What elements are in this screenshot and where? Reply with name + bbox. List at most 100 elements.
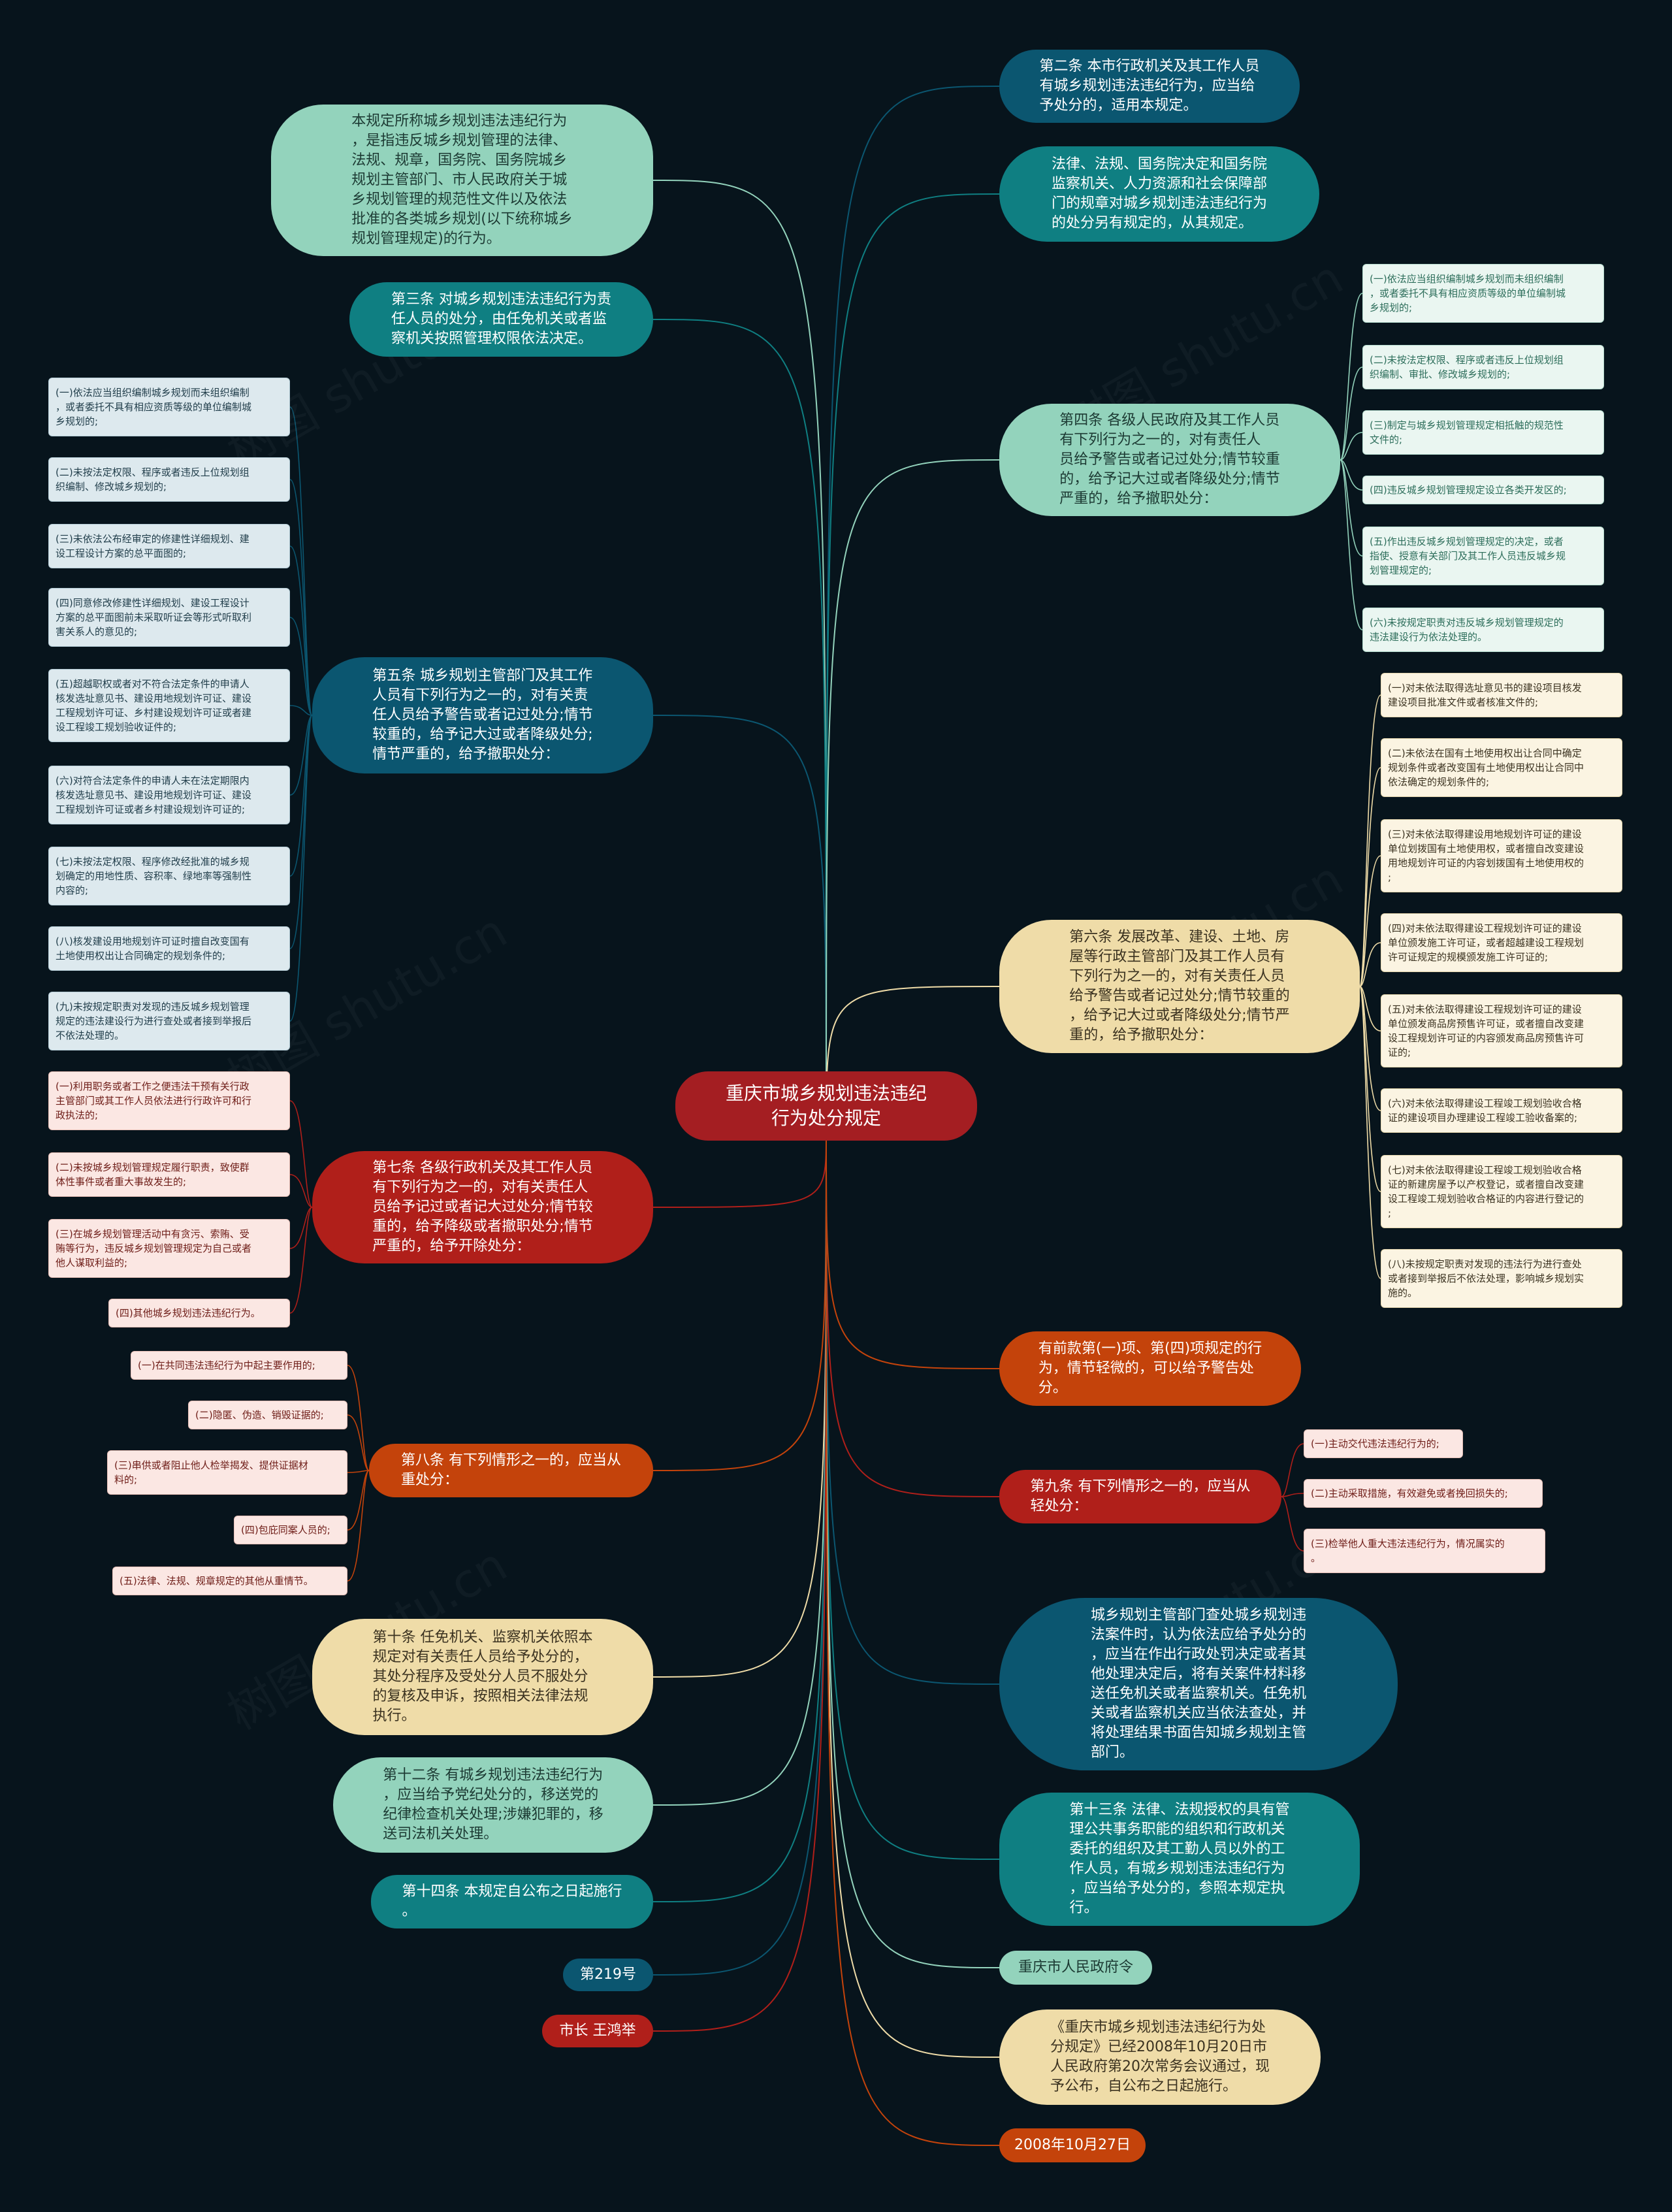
article-8-item[interactable]: (五)法律、法规、规章规定的其他从重情节。 <box>112 1567 347 1595</box>
topic-article-12[interactable]: 第十二条 有城乡规划违法违纪行为 ，应当给予党纪处分的，移送党的 纪律检查机关处… <box>333 1757 653 1853</box>
article-5-item[interactable]: (一)依法应当组织编制城乡规划而未组织编制 ，或者委托不具有相应资质等级的单位编… <box>48 378 290 436</box>
article-5-item-text: (一)依法应当组织编制城乡规划而未组织编制 ，或者委托不具有相应资质等级的单位编… <box>56 387 252 427</box>
connector-line <box>289 705 313 716</box>
root-topic[interactable]: 重庆市城乡规划违法违纪 行为处分规定 <box>675 1071 977 1141</box>
topic-minor-warning[interactable]: 有前款第(一)项、第(四)项规定的行 为，情节轻微的，可以给予警告处 分。 <box>999 1331 1301 1406</box>
article-5-item[interactable]: (七)未按法定权限、程序修改经批准的城乡规 划确定的用地性质、容积率、绿地率等强… <box>48 847 290 905</box>
article-4-item[interactable]: (四)违反城乡规划管理规定设立各类开发区的; <box>1362 476 1604 504</box>
article-6-item[interactable]: (六)对未依法取得建设工程竣工规划验收合格 证的建设项目办理建设工程竣工验收备案… <box>1381 1088 1622 1133</box>
connector-line <box>1340 432 1363 461</box>
connector-line <box>652 1133 827 1678</box>
article-9-item[interactable]: (一)主动交代违法违纪行为的; <box>1304 1429 1463 1458</box>
topic-other-rules-label: 法律、法规、国务院决定和国务院 监察机关、人力资源和社会保障部 门的规章对城乡规… <box>1051 156 1267 231</box>
article-5-item-text: (四)同意修改修建性详细规划、建设工程设计 方案的总平面图前未采取听证会等形式听… <box>56 597 252 638</box>
connector-line <box>289 545 313 716</box>
article-6-item[interactable]: (五)对未依法取得建设工程规划许可证的建设 单位颁发商品房预售许可证，或者擅自改… <box>1381 994 1622 1067</box>
connector-line <box>652 319 827 1135</box>
article-8-item[interactable]: (二)隐匿、伪造、销毁证据的; <box>188 1401 347 1429</box>
topic-date[interactable]: 2008年10月27日 <box>999 2128 1146 2162</box>
article-4-item-text: (六)未按规定职责对违反城乡规划管理规定的 违法建设行为依法处理的。 <box>1370 617 1564 643</box>
topic-article-14[interactable]: 第十四条 本规定自公布之日起施行 。 <box>371 1875 653 1928</box>
article-6-item[interactable]: (八)未按规定职责对发现的违法行为进行查处 或者接到举报后不依法处理，影响城乡规… <box>1381 1249 1622 1308</box>
article-9-item[interactable]: (二)主动采取措施，有效避免或者挽回损失的; <box>1304 1479 1543 1508</box>
connector-line <box>289 1207 313 1249</box>
connector-line <box>652 1133 827 1902</box>
connector-line <box>289 1207 313 1314</box>
article-5-item[interactable]: (八)核发建设用地规划许可证时擅自改变国有 土地使用权出让合同确定的规划条件的; <box>48 926 290 971</box>
connector-line <box>1340 459 1363 630</box>
article-8-item[interactable]: (三)串供或者阻止他人检举揭发、提供证据材 料的; <box>107 1450 347 1495</box>
connector-line <box>1359 942 1381 987</box>
topic-article-10[interactable]: 第十条 任免机关、监察机关依照本 规定对有关责任人员给予处分的， 其处分程序及受… <box>312 1619 653 1735</box>
topic-article-7-label: 第七条 各级行政机关及其工作人员 有下列行为之一的，对有关责任人 员给予记过或者… <box>372 1160 593 1254</box>
article-5-item[interactable]: (四)同意修改修建性详细规划、建设工程设计 方案的总平面图前未采取听证会等形式听… <box>48 588 290 647</box>
article-6-item[interactable]: (二)未依法在国有土地使用权出让合同中确定 规划条件或者改变国有土地使用权出让合… <box>1381 738 1622 797</box>
connector-line <box>826 1133 1000 1685</box>
connector-line <box>826 193 1000 1135</box>
connector-line <box>826 1133 1000 1968</box>
topic-article-7[interactable]: 第七条 各级行政机关及其工作人员 有下列行为之一的，对有关责任人 员给予记过或者… <box>312 1151 653 1263</box>
article-7-item-text: (四)其他城乡规划违法违纪行为。 <box>116 1307 261 1319</box>
topic-article-2[interactable]: 第二条 本市行政机关及其工作人员 有城乡规划违法违纪行为，应当给 予处分的，适用… <box>999 50 1300 123</box>
topic-order-number[interactable]: 第219号 <box>563 1959 653 1991</box>
article-5-item-text: (九)未按规定职责对发现的违反城乡规划管理 规定的违法建设行为进行查处或者接到举… <box>56 1001 252 1041</box>
connector-line <box>652 180 827 1135</box>
connector-line <box>1281 1443 1304 1497</box>
article-4-item[interactable]: (三)制定与城乡规划管理规定相抵触的规范性 文件的; <box>1362 410 1604 455</box>
topic-mayor[interactable]: 市长 王鸿举 <box>542 2015 653 2047</box>
topic-article-9[interactable]: 第九条 有下列情形之一的，应当从 轻处分： <box>999 1470 1281 1523</box>
topic-article-5[interactable]: 第五条 城乡规划主管部门及其工作 人员有下列行为之一的，对有关责 任人员给予警告… <box>312 657 653 773</box>
article-8-item[interactable]: (四)包庇同案人员的; <box>234 1516 347 1544</box>
article-7-item[interactable]: (三)在城乡规划管理活动中有贪污、索贿、受 贿等行为，违反城乡规划管理规定为自己… <box>48 1219 290 1278</box>
article-4-item[interactable]: (六)未按规定职责对违反城乡规划管理规定的 违法建设行为依法处理的。 <box>1362 608 1604 652</box>
root-topic-label: 重庆市城乡规划违法违纪 行为处分规定 <box>725 1082 927 1129</box>
article-9-item[interactable]: (三)检举他人重大违法违纪行为，情况属实的 。 <box>1304 1529 1545 1573</box>
topic-article-5-label: 第五条 城乡规划主管部门及其工作 人员有下列行为之一的，对有关责 任人员给予警告… <box>372 668 593 762</box>
article-5-item[interactable]: (三)未依法公布经审定的修建性详细规划、建 设工程设计方案的总平面图的; <box>48 524 290 568</box>
connector-line <box>1359 767 1381 987</box>
connector-line <box>826 1133 1000 1369</box>
article-4-item[interactable]: (五)作出违反城乡规划管理规定的决定，或者 指使、授意有关部门及其工作人员违反城… <box>1362 527 1604 585</box>
article-5-item[interactable]: (六)对符合法定条件的申请人未在法定期限内 核发选址意见书、建设用地规划许可证、… <box>48 766 290 824</box>
article-6-item-text: (五)对未依法取得建设工程规划许可证的建设 单位颁发商品房预售许可证，或者擅自改… <box>1388 1003 1584 1058</box>
connector-line <box>826 1133 1000 2058</box>
topic-order-number-label: 第219号 <box>580 1966 636 1983</box>
article-5-item-text: (三)未依法公布经审定的修建性详细规划、建 设工程设计方案的总平面图的; <box>56 533 249 559</box>
topic-article-8[interactable]: 第八条 有下列情形之一的，应当从 重处分： <box>369 1444 653 1497</box>
connector-line <box>1359 986 1381 1279</box>
article-5-item[interactable]: (二)未按法定权限、程序或者违反上位规划组 织编制、修改城乡规划的; <box>48 457 290 502</box>
article-4-item-text: (一)依法应当组织编制城乡规划而未组织编制 ，或者委托不具有相应资质等级的单位编… <box>1370 273 1566 314</box>
topic-article-6[interactable]: 第六条 发展改革、建设、土地、房 屋等行政主管部门及其工作人员有 下列行为之一的… <box>999 920 1360 1053</box>
topic-promulgation[interactable]: 《重庆市城乡规划违法违纪行为处 分规定》已经2008年10月20日市 人民政府第… <box>999 2009 1321 2105</box>
article-6-item[interactable]: (四)对未依法取得建设工程规划许可证的建设 单位颁发施工许可证，或者超越建设工程… <box>1381 913 1622 972</box>
article-6-item[interactable]: (七)对未依法取得建设工程竣工规划验收合格 证的新建房屋予以产权登记，或者擅自改… <box>1381 1155 1622 1228</box>
topic-article-4[interactable]: 第四条 各级人民政府及其工作人员 有下列行为之一的，对有责任人 员给予警告或者记… <box>999 404 1340 516</box>
topic-other-rules[interactable]: 法律、法规、国务院决定和国务院 监察机关、人力资源和社会保障部 门的规章对城乡规… <box>999 146 1319 242</box>
topic-definition[interactable]: 本规定所称城乡规划违法违纪行为 ，是指违反城乡规划管理的法律、 法规、规章，国务… <box>271 105 653 256</box>
topic-article-3[interactable]: 第三条 对城乡规划违法违纪行为责 任人员的处分，由任免机关或者监 察机关按照管理… <box>349 282 653 357</box>
article-4-item[interactable]: (二)未按法定权限、程序或者违反上位规划组 织编制、审批、修改城乡规划的; <box>1362 345 1604 389</box>
article-7-item[interactable]: (一)利用职务或者工作之便违法干预有关行政 主管部门或其工作人员依法进行行政许可… <box>48 1071 290 1130</box>
article-4-item-text: (二)未按法定权限、程序或者违反上位规划组 织编制、审批、修改城乡规划的; <box>1370 354 1564 380</box>
article-7-item[interactable]: (二)未按城乡规划管理规定履行职责，致使群 体性事件或者重大事故发生的; <box>48 1152 290 1197</box>
connector-line <box>826 459 1000 1135</box>
topic-government-order[interactable]: 重庆市人民政府令 <box>999 1951 1152 1985</box>
article-8-item[interactable]: (一)在共同违法违纪行为中起主要作用的; <box>131 1351 347 1380</box>
topic-article-13[interactable]: 第十三条 法律、法规授权的具有管 理公共事务职能的组织和行政机关 委托的组织及其… <box>999 1793 1360 1926</box>
article-6-item-text: (四)对未依法取得建设工程规划许可证的建设 单位颁发施工许可证，或者超越建设工程… <box>1388 922 1584 963</box>
article-6-item-text: (七)对未依法取得建设工程竣工规划验收合格 证的新建房屋予以产权登记，或者擅自改… <box>1388 1164 1584 1219</box>
article-9-item-text: (三)检举他人重大违法违纪行为，情况属实的 。 <box>1311 1538 1505 1564</box>
article-5-item[interactable]: (九)未按规定职责对发现的违反城乡规划管理 规定的违法建设行为进行查处或者接到举… <box>48 992 290 1050</box>
article-6-item-text: (一)对未依法取得选址意见书的建设项目核发 建设项目批准文件或者核准文件的; <box>1388 682 1582 708</box>
topic-date-label: 2008年10月27日 <box>1014 2137 1131 2153</box>
article-4-item[interactable]: (一)依法应当组织编制城乡规划而未组织编制 ，或者委托不具有相应资质等级的单位编… <box>1362 264 1604 323</box>
topic-case-transfer[interactable]: 城乡规划主管部门查处城乡规划违 法案件时，认为依法应给予处分的 ，应当在作出行政… <box>999 1598 1398 1770</box>
article-5-item[interactable]: (五)超越职权或者对不符合法定条件的申请人 核发选址意见书、建设用地规划许可证、… <box>48 669 290 742</box>
connector-line <box>1340 459 1363 491</box>
article-6-item[interactable]: (三)对未依法取得建设用地规划许可证的建设 单位划拨国有土地使用权，或者擅自改变… <box>1381 819 1622 892</box>
connector-line <box>1340 366 1363 461</box>
article-6-item[interactable]: (一)对未依法取得选址意见书的建设项目核发 建设项目批准文件或者核准文件的; <box>1381 673 1622 717</box>
article-7-item[interactable]: (四)其他城乡规划违法违纪行为。 <box>108 1299 290 1327</box>
connector-line <box>652 1133 827 1806</box>
topic-article-2-label: 第二条 本市行政机关及其工作人员 有城乡规划违法违纪行为，应当给 予处分的，适用… <box>1039 58 1260 114</box>
